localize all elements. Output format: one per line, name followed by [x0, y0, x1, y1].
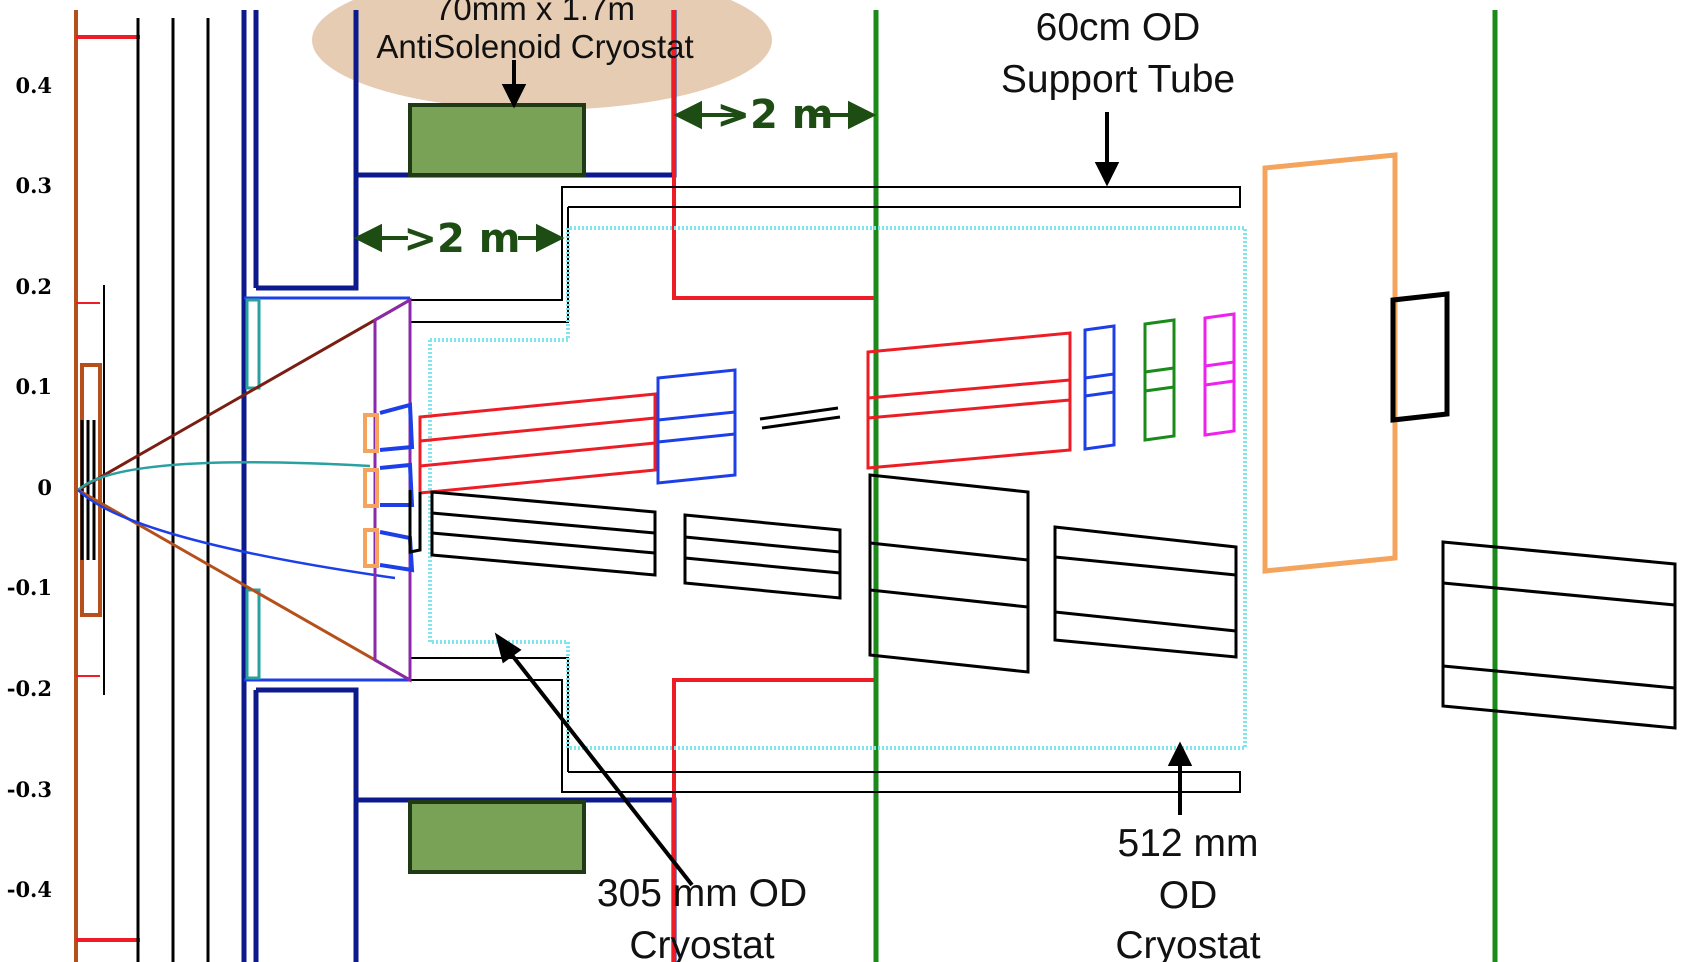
interaction-point-hatch	[80, 285, 105, 695]
antisolenoid-cryostat-lower	[408, 800, 586, 874]
far-forward-module	[1390, 291, 1450, 423]
y-tick-label: -0.4	[7, 877, 52, 902]
y-tick-label: -0.2	[7, 676, 52, 701]
break-marks	[759, 406, 841, 430]
y-tick-label: 0.3	[15, 173, 52, 198]
beam-elements	[363, 402, 415, 573]
forward-tracker-magenta	[1203, 312, 1236, 437]
antisolenoid-cryostat-upper	[408, 103, 586, 177]
y-tick-label: 0.4	[15, 73, 52, 98]
forward-calorimeter-frame	[1262, 152, 1398, 574]
cryostat-512-label-line2: OD	[1159, 874, 1218, 917]
leader-arrows	[494, 60, 1193, 887]
cryostat-512-label-line3: Cryostat	[1115, 924, 1260, 962]
forward-tracker-red	[866, 331, 1072, 470]
antisolenoid-label-line1: 70mm x 1.7m	[435, 0, 635, 27]
forward-mask	[373, 297, 412, 683]
dimension-upper	[673, 100, 877, 130]
mask-tips	[245, 298, 261, 680]
cryostat-305-label-line2: Cryostat	[629, 924, 774, 962]
antisolenoid-label-line2: AntiSolenoid Cryostat	[376, 28, 693, 65]
y-tick-label: 0	[37, 475, 52, 500]
forward-tracker-green	[1143, 318, 1176, 442]
gap-label-lower: >2 m	[404, 216, 521, 262]
vertex-detector-upper	[418, 392, 657, 495]
y-tick-label: -0.1	[7, 575, 52, 600]
cryostat-outline-cyan	[428, 226, 1247, 750]
forward-tracker-blue	[1083, 324, 1116, 451]
cryostat-512-label-line1: 512 mm	[1118, 822, 1259, 865]
y-tick-label: 0.1	[15, 374, 52, 399]
support-tube	[410, 186, 1241, 793]
cryostat-305-label-line1: 305 mm OD	[597, 872, 807, 915]
label-bubble	[312, 0, 772, 110]
y-tick-label: -0.3	[7, 777, 52, 802]
mask-cone	[77, 298, 411, 682]
tracker-module-upper-1	[656, 368, 737, 485]
y-axis: 0.4 0.3 0.2 0.1 0 -0.1 -0.2 -0.3 -0.4	[7, 73, 52, 902]
vertex-support-rods	[136, 18, 210, 962]
gap-label-upper: >2 m	[717, 92, 834, 138]
y-tick-label: 0.2	[15, 274, 52, 299]
support-tube-label-line2: Support Tube	[1001, 58, 1235, 101]
support-tube-label-line1: 60cm OD	[1036, 6, 1201, 49]
green-boundaries	[873, 10, 1498, 962]
red-boundary	[672, 10, 876, 962]
dimension-lower	[353, 223, 565, 253]
lower-tracker-modules	[408, 473, 1677, 730]
